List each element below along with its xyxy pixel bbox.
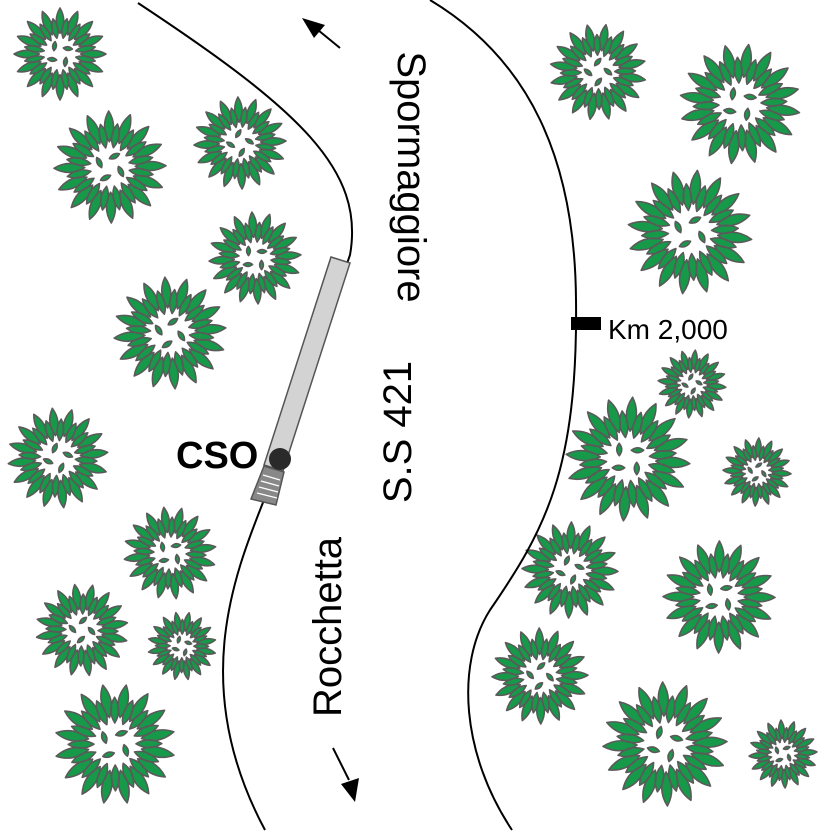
tree-canopy-icon (679, 43, 801, 165)
tree-canopy-icon (602, 681, 728, 807)
tree-canopy-icon (748, 719, 818, 789)
tree-canopy-icon (521, 521, 619, 619)
trees-layer (7, 7, 818, 807)
tree-canopy-icon (549, 23, 647, 121)
tree-canopy-icon (627, 169, 753, 295)
km-label: Km 2,000 (608, 314, 728, 345)
road-name-label: S.S 421 (376, 361, 420, 503)
tree-canopy-icon (55, 684, 175, 804)
tree-canopy-icon (35, 583, 129, 677)
tree-canopy-icon (565, 396, 691, 522)
steps (249, 465, 285, 506)
tree-canopy-icon (13, 7, 107, 101)
tree-canopy-icon (113, 276, 227, 390)
tree-canopy-icon (193, 96, 287, 190)
tree-canopy-icon (657, 349, 727, 419)
tree-canopy-icon (491, 627, 589, 725)
platform (263, 256, 351, 472)
tree-canopy-icon (53, 110, 167, 224)
tree-canopy-icon (123, 506, 217, 600)
road-right-edge (429, 0, 578, 831)
km-post-icon (571, 317, 601, 330)
tree-canopy-icon (662, 540, 776, 654)
tree-canopy-icon (147, 611, 217, 681)
arrow-up-left-icon (302, 18, 341, 49)
direction-south-label: Rocchetta (306, 536, 350, 717)
tree-canopy-icon (722, 437, 792, 507)
station-dot-icon[interactable] (269, 448, 291, 470)
tree-canopy-icon (208, 211, 302, 305)
arrow-down-right-icon (332, 747, 359, 802)
cso-label: CSO (176, 435, 258, 477)
tree-canopy-icon (7, 407, 109, 509)
direction-north-label: Spormaggiore (389, 51, 433, 302)
